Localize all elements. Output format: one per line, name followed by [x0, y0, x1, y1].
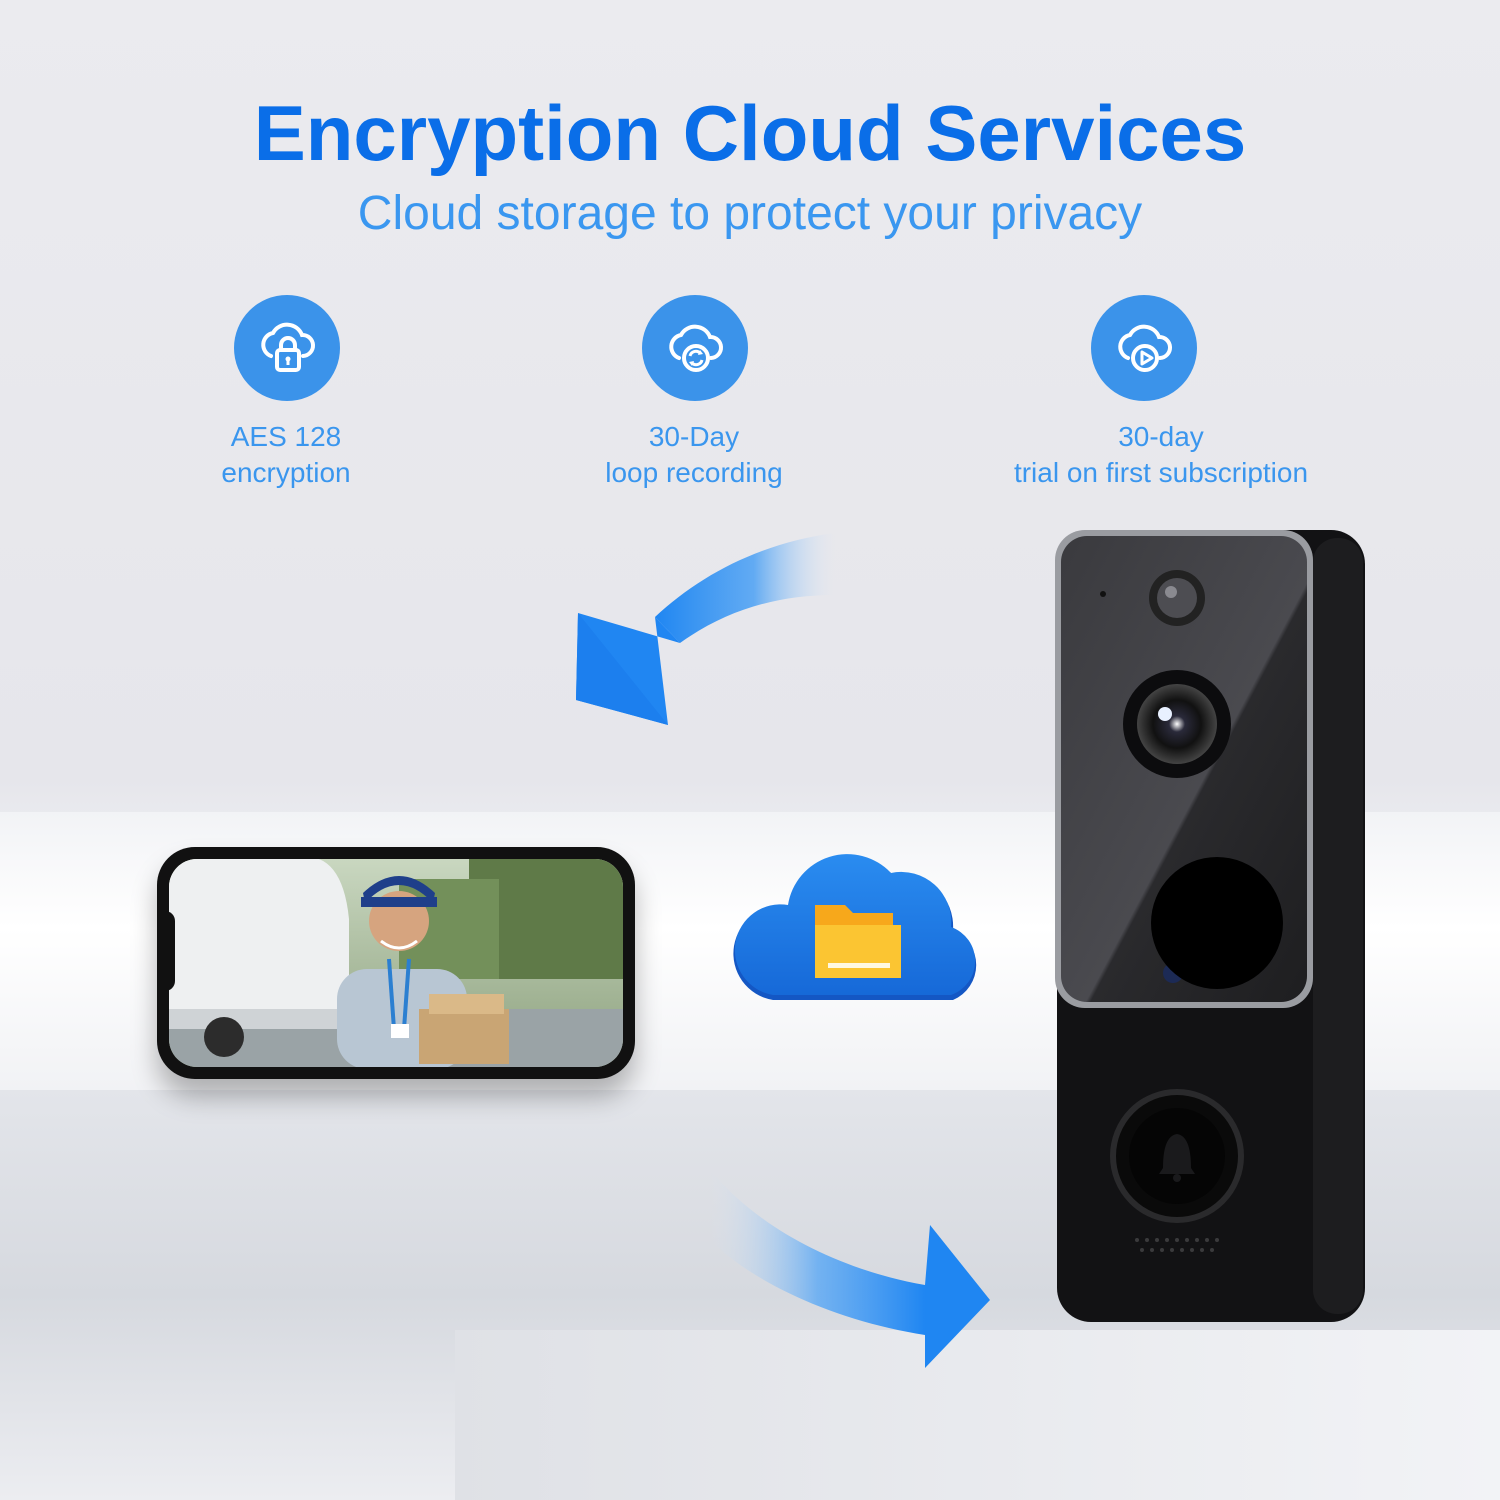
upload-arrow-icon — [576, 533, 835, 725]
feature-line2: loop recording — [605, 457, 783, 488]
feature-line1: 30-Day — [648, 421, 740, 452]
page-subtitle: Cloud storage to protect your privacy — [357, 187, 1143, 240]
cloud-play-icon — [1091, 295, 1197, 401]
video-doorbell-device — [1055, 530, 1365, 1322]
feature-label: 30-Day loop recording — [494, 419, 894, 491]
feature-line2: encryption — [221, 457, 351, 488]
feature-label: 30-day trial on first subscription — [961, 419, 1361, 491]
feature-label: AES 128 encryption — [86, 419, 486, 491]
download-arrow-icon — [710, 1170, 990, 1368]
cloud-lock-icon — [234, 295, 340, 401]
phone-screen — [169, 859, 623, 1067]
delivery-person-image — [169, 859, 623, 1067]
page-title: Encryption Cloud Services — [253, 89, 1247, 177]
cloud-loop-icon — [642, 295, 748, 401]
shelf-block — [455, 1330, 1500, 1500]
feature-line1: 30-day — [1118, 421, 1204, 452]
feature-loop-recording: 30-Day loop recording — [494, 295, 894, 491]
cloud-folder-icon — [733, 854, 977, 1000]
feature-aes-encryption: AES 128 encryption — [86, 295, 486, 491]
feature-line2: trial on first subscription — [1013, 457, 1309, 488]
feature-trial-subscription: 30-day trial on first subscription — [961, 295, 1361, 491]
feature-line1: AES 128 — [230, 421, 342, 452]
smartphone — [157, 847, 635, 1079]
phone-notch — [157, 911, 175, 991]
